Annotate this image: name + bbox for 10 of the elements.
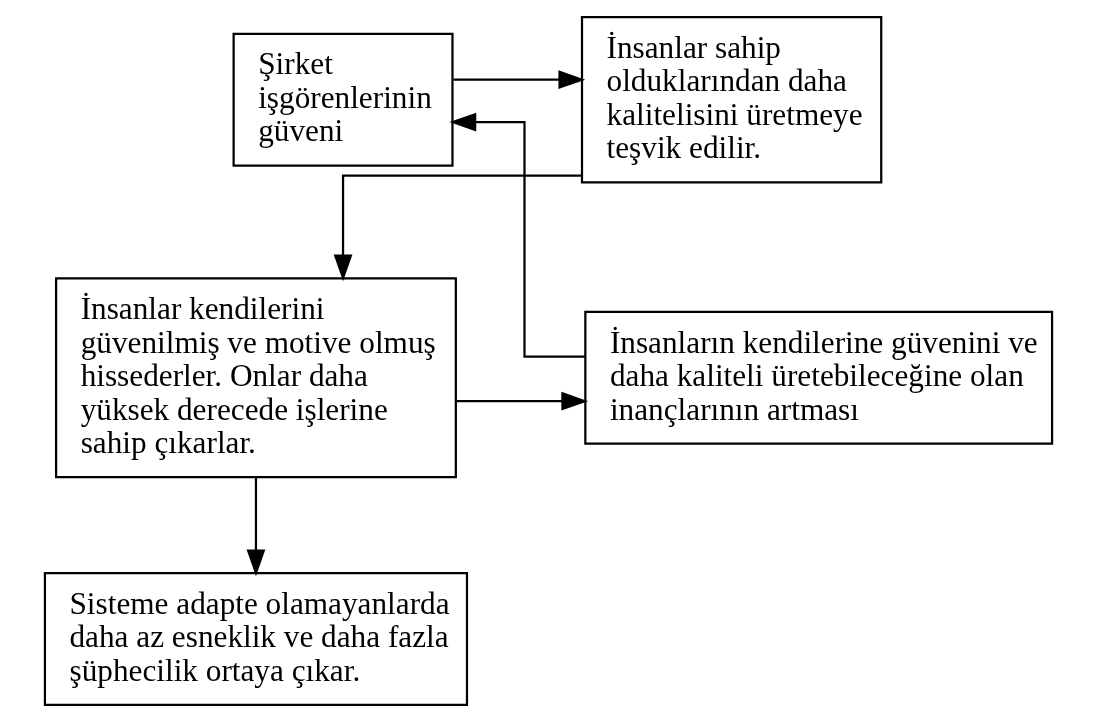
arrow [455, 391, 588, 411]
arrow [452, 70, 585, 89]
arrow [448, 112, 585, 358]
node-box: İnsanlar kendilerini güvenilmiş ve motive olmuş hissederler. Onlar daha yüksek derecede işlerine sahip çıkarlar. [54, 277, 457, 479]
node-box: Şirket işgörenlerinin güveni [232, 32, 454, 167]
node-box: İnsanlar sahip olduklarından daha kalitelisini üretmeye teşvik edilir. [580, 16, 882, 184]
arrow [246, 477, 265, 577]
node-box: Sisteme adapte olamayanlarda daha az esneklik ve daha fazla şüphecilik ortaya çıkar. [43, 572, 468, 706]
node-box: İnsanların kendilerine güvenini ve daha kaliteli üretebileceğine olan inançlarının artması [583, 310, 1053, 445]
arrow [333, 174, 581, 282]
